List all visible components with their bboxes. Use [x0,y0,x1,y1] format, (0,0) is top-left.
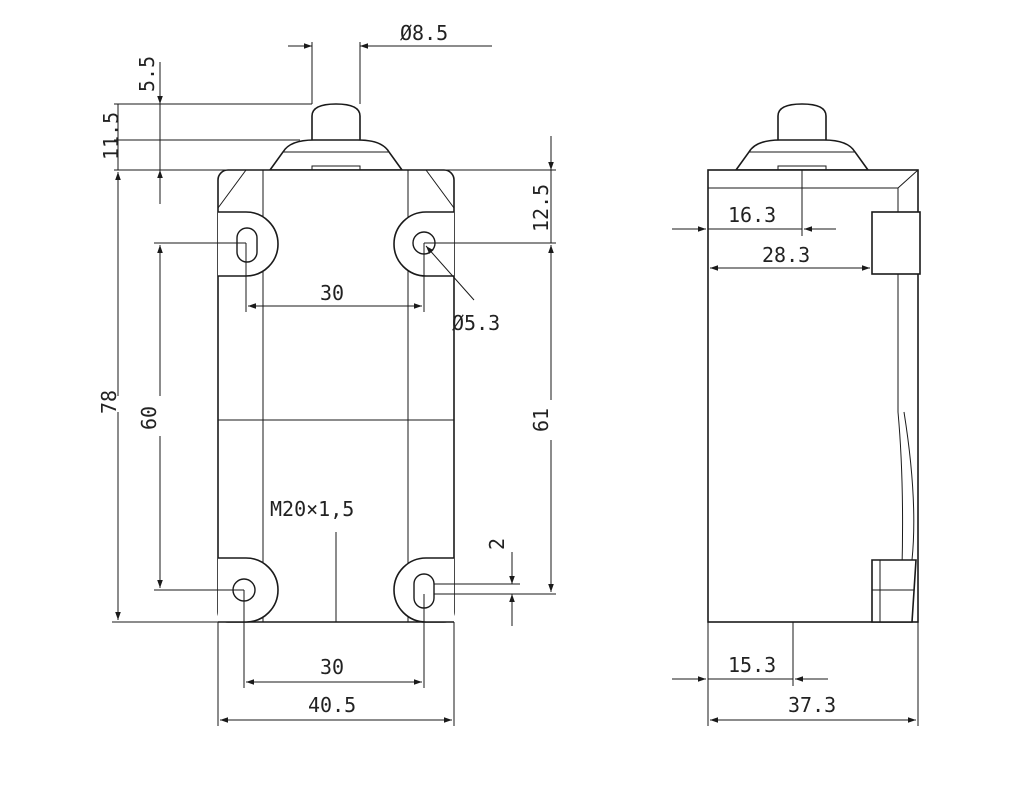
dim-total-width: 40.5 [308,693,356,717]
dim-thread: M20×1,5 [270,497,354,521]
front-head-dome [268,139,404,171]
dim-hole-spacing-bottom: 30 [320,655,344,679]
dim-total-depth: 37.3 [788,693,836,717]
dim-inner-depth: 28.3 [762,243,810,267]
side-head-dome [734,139,870,171]
front-slot-hole-top-left [236,227,258,263]
front-mount-lug-bottom-right [393,557,454,623]
dim-head-height: 11.5 [99,112,123,160]
dim-plunger-diameter: Ø8.5 [400,21,448,45]
front-view: Ø8.5 5.5 11.5 78 60 12.5 [97,21,556,726]
dim-hole-spacing-top: 30 [320,281,344,305]
front-mount-lug-bottom-left [218,557,279,623]
front-plunger [311,103,361,140]
dim-plunger-height: 5.5 [135,56,159,92]
dim-thread-offset: 15.3 [728,653,776,677]
side-cover-tab [871,211,921,275]
front-mount-lug-top-left [218,211,279,277]
dim-hole-to-bottom: 61 [529,408,553,432]
dim-total-height: 78 [97,390,121,414]
side-plunger [777,103,827,140]
dim-hole-vertical: 60 [137,406,161,430]
side-view: 16.3 28.3 15.3 37.3 [672,103,921,726]
dim-top-to-hole: 12.5 [529,184,553,232]
dim-slot: 2 [485,538,509,550]
side-cover-clip [871,559,917,623]
dim-hole-diameter: Ø5.3 [452,311,500,335]
dim-plunger-offset: 16.3 [728,203,776,227]
